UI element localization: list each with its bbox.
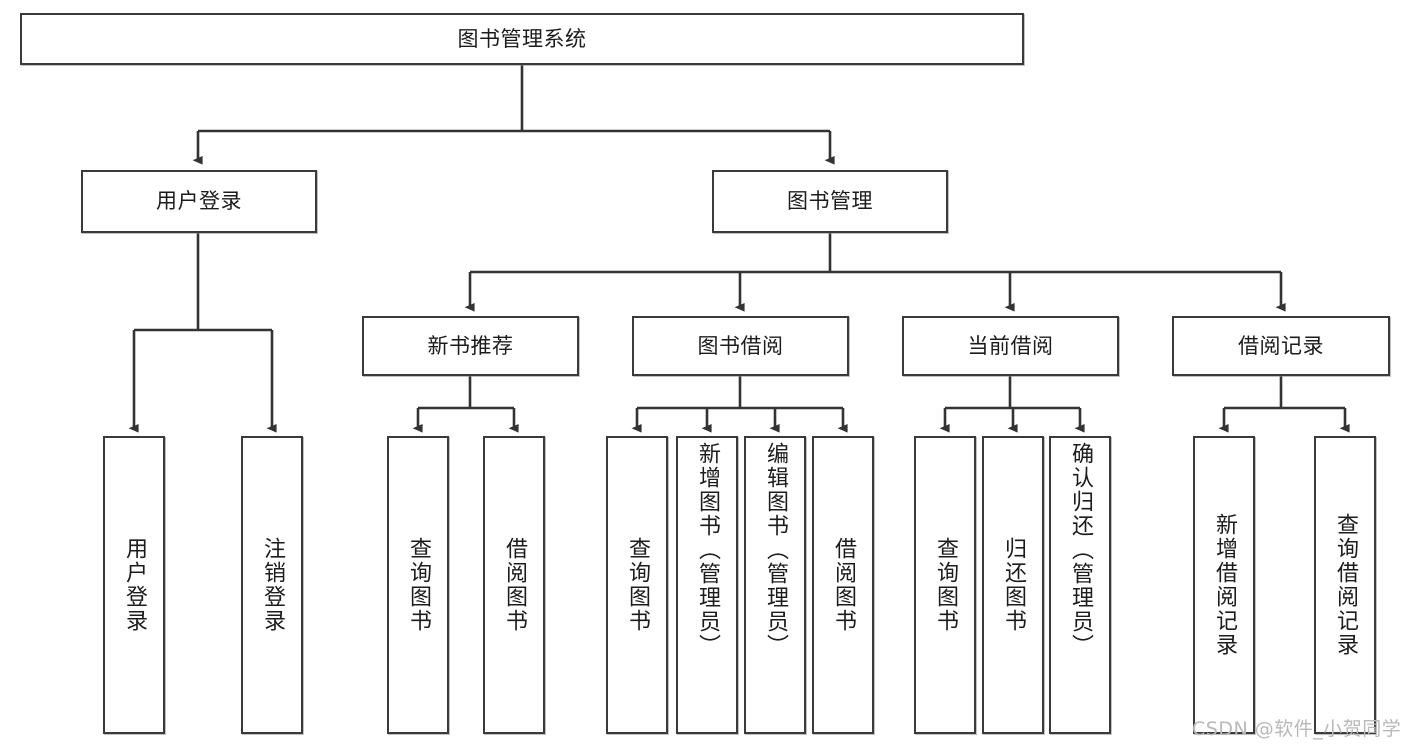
node-leaf-return-book-label: 归还图书: [1001, 537, 1026, 633]
node-leaf-borrow-book-2[interactable]: 借阅图书: [812, 436, 874, 734]
node-root[interactable]: 图书管理系统: [20, 13, 1024, 65]
node-user-login-label: 用户登录: [156, 189, 242, 214]
node-new-book-rec[interactable]: 新书推荐: [362, 316, 579, 376]
node-leaf-return-book[interactable]: 归还图书: [982, 436, 1044, 734]
node-root-label: 图书管理系统: [457, 26, 587, 51]
node-leaf-add-book-label: 新增图书（管理员）: [695, 442, 720, 658]
node-leaf-borrow-book-1[interactable]: 借阅图书: [483, 436, 545, 734]
node-leaf-query-record-label: 查询借阅记录: [1333, 513, 1358, 657]
node-leaf-borrow-book-1-label: 借阅图书: [502, 537, 527, 633]
node-leaf-query-book-2[interactable]: 查询图书: [606, 436, 668, 734]
node-new-book-rec-label: 新书推荐: [427, 333, 514, 358]
node-current-borrow[interactable]: 当前借阅: [902, 316, 1119, 376]
node-leaf-user-login[interactable]: 用户登录: [103, 436, 165, 734]
node-leaf-confirm-return[interactable]: 确认归还（管理员）: [1049, 436, 1111, 734]
node-leaf-user-login-label: 用户登录: [122, 537, 147, 633]
node-leaf-edit-book-label: 编辑图书（管理员）: [763, 442, 788, 658]
node-leaf-query-book-3[interactable]: 查询图书: [914, 436, 976, 734]
node-current-borrow-label: 当前借阅: [967, 333, 1054, 358]
node-leaf-query-book-2-label: 查询图书: [625, 537, 650, 633]
node-leaf-add-book[interactable]: 新增图书（管理员）: [676, 436, 738, 734]
node-book-borrow-label: 图书借阅: [697, 333, 784, 358]
node-borrow-record-label: 借阅记录: [1238, 333, 1324, 358]
node-leaf-borrow-book-2-label: 借阅图书: [831, 537, 856, 633]
node-book-manage[interactable]: 图书管理: [712, 170, 948, 233]
node-leaf-confirm-return-label: 确认归还（管理员）: [1068, 442, 1093, 658]
node-book-manage-label: 图书管理: [787, 189, 873, 214]
node-leaf-logout[interactable]: 注销登录: [241, 436, 303, 734]
node-borrow-record[interactable]: 借阅记录: [1172, 316, 1390, 376]
node-leaf-add-record[interactable]: 新增借阅记录: [1193, 436, 1255, 734]
node-leaf-query-book-3-label: 查询图书: [933, 537, 958, 633]
node-leaf-query-book-1-label: 查询图书: [406, 537, 431, 633]
node-leaf-query-record[interactable]: 查询借阅记录: [1314, 436, 1376, 734]
node-book-borrow[interactable]: 图书借阅: [632, 316, 849, 376]
csdn-watermark: CSDN @软件_小贺同学: [1192, 718, 1402, 740]
node-user-login[interactable]: 用户登录: [81, 170, 317, 233]
node-leaf-query-book-1[interactable]: 查询图书: [387, 436, 449, 734]
node-leaf-add-record-label: 新增借阅记录: [1212, 513, 1237, 657]
node-leaf-edit-book[interactable]: 编辑图书（管理员）: [744, 436, 806, 734]
node-leaf-logout-label: 注销登录: [260, 537, 285, 633]
